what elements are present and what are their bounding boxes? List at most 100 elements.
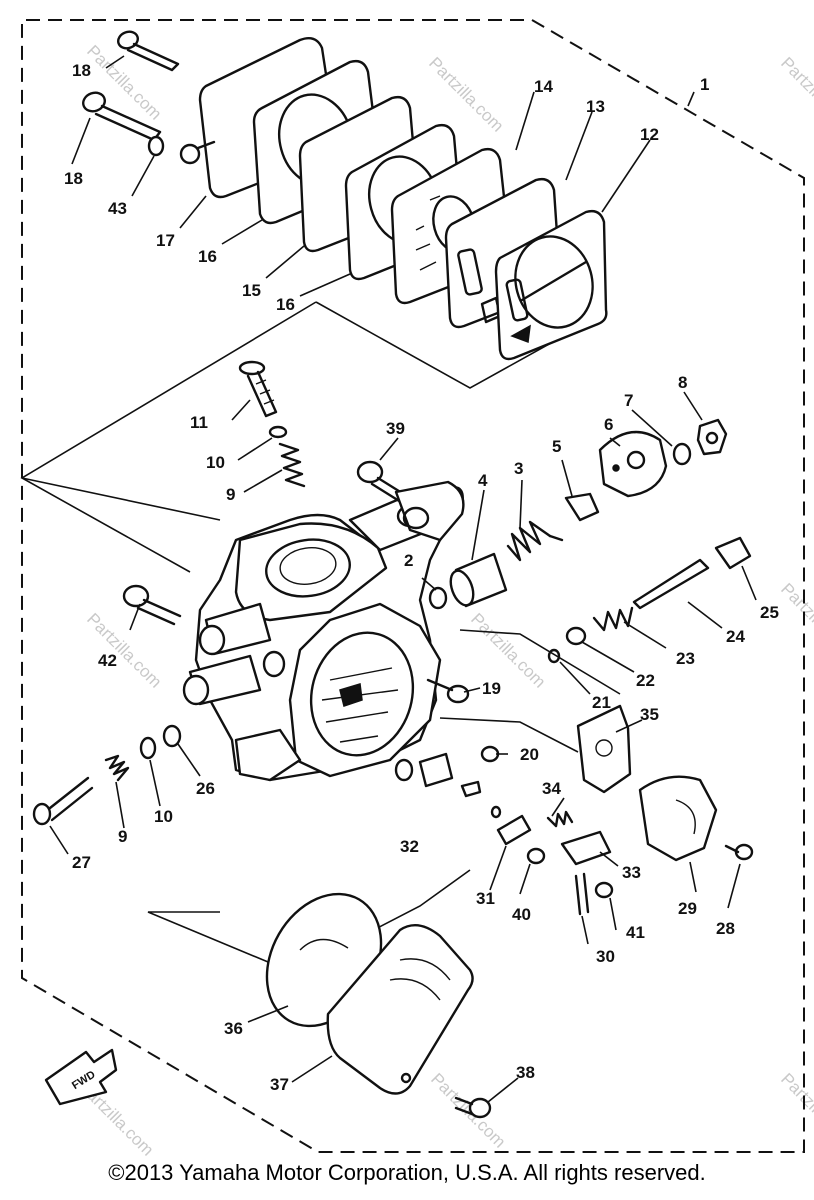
plate-35 (576, 704, 632, 794)
callout-27: 27 (72, 853, 91, 872)
screw-40 (526, 847, 546, 865)
screw-27 (32, 776, 94, 826)
callout-19: 19 (482, 679, 501, 698)
callout-37: 37 (270, 1075, 289, 1094)
callout-21: 21 (592, 693, 611, 712)
lever-33 (560, 830, 612, 866)
lever-5 (564, 492, 600, 522)
callout-39: 39 (386, 419, 405, 438)
callout-33: 33 (622, 863, 641, 882)
callout-34: 34 (542, 779, 561, 798)
screw-38 (454, 1096, 492, 1119)
watermark-2: Partzilla.com (425, 53, 507, 135)
callout-35: 35 (640, 705, 659, 724)
callout-6: 6 (604, 415, 613, 434)
spring-34 (546, 810, 574, 828)
washer-22 (565, 626, 587, 646)
callout-11: 11 (190, 413, 208, 432)
callout-14: 14 (534, 77, 553, 96)
screw-11 (238, 360, 278, 418)
clip-25 (714, 536, 752, 570)
nut-8 (696, 418, 728, 456)
callout-40: 40 (512, 905, 531, 924)
watermark-9: Partzilla.com (777, 1069, 814, 1151)
clip-31 (496, 814, 532, 846)
callout-3: 3 (514, 459, 523, 478)
plate-12 (494, 209, 608, 361)
callout-25: 25 (760, 603, 779, 622)
copyright-notice: ©2013 Yamaha Motor Corporation, U.S.A. A… (108, 1160, 706, 1185)
callout-9-upper: 9 (226, 485, 235, 504)
small-parts (32, 360, 754, 1119)
callout-7: 7 (624, 391, 633, 410)
callout-26: 26 (196, 779, 215, 798)
callout-28: 28 (716, 919, 735, 938)
watermark-8: Partzilla.com (427, 1069, 509, 1151)
callout-5: 5 (552, 437, 561, 456)
leader-lines (49, 55, 757, 1103)
fuel-pump-stack (82, 30, 608, 361)
callout-18-upper: 18 (72, 61, 91, 80)
watermark-6: Partzilla.com (777, 579, 814, 661)
screw-20 (480, 745, 500, 763)
callout-38: 38 (516, 1063, 535, 1082)
screw-19 (426, 678, 470, 704)
oring-26 (162, 724, 182, 748)
callout-20: 20 (520, 745, 539, 764)
callout-9-lower: 9 (118, 827, 127, 846)
spring-23 (592, 606, 634, 632)
ring-21 (547, 648, 561, 664)
screw-28 (724, 843, 754, 861)
callout-42: 42 (98, 651, 117, 670)
callout-labels: 1 18 18 43 17 16 15 16 14 13 12 11 10 9 … (64, 61, 779, 1094)
callout-10-upper: 10 (206, 453, 225, 472)
callout-29: 29 (678, 899, 697, 918)
fwd-arrow-icon: FWD (44, 1048, 118, 1106)
callout-10-lower: 10 (154, 807, 173, 826)
callout-18-lower: 18 (64, 169, 83, 188)
callout-2: 2 (404, 551, 413, 570)
callout-16-lower: 16 (276, 295, 295, 314)
spring-9-upper (278, 442, 306, 488)
watermark-5: Partzilla.com (467, 609, 549, 691)
callout-41: 41 (626, 923, 645, 942)
oring-10-lower (139, 736, 157, 760)
callout-31: 31 (476, 889, 495, 908)
callout-23: 23 (676, 649, 695, 668)
spring-3 (506, 520, 564, 562)
spring-9-lower (104, 754, 130, 782)
callout-24: 24 (726, 627, 745, 646)
washer-43 (147, 135, 165, 157)
callout-30: 30 (596, 947, 615, 966)
callout-12: 12 (640, 125, 659, 144)
watermark-4: Partzilla.com (83, 609, 165, 691)
washer-7 (672, 442, 692, 466)
washer-2 (428, 586, 448, 610)
callout-13: 13 (586, 97, 605, 116)
callout-36: 36 (224, 1019, 243, 1038)
callout-17: 17 (156, 231, 175, 250)
carburetor-body (182, 483, 464, 782)
callout-22: 22 (636, 671, 655, 690)
pin-30 (574, 872, 590, 916)
bushing-4 (449, 552, 508, 608)
cam-6 (598, 430, 668, 498)
callout-4: 4 (478, 471, 488, 490)
screw-42 (122, 584, 182, 626)
assembly-boundary (21, 19, 805, 1153)
screw-18-upper (117, 30, 180, 72)
callout-8: 8 (678, 373, 687, 392)
needle-24 (632, 558, 710, 610)
callout-32: 32 (400, 837, 419, 856)
callout-15: 15 (242, 281, 261, 300)
watermark-3: Partzilla.com (777, 53, 814, 135)
cover-37 (326, 924, 474, 1095)
screw-41 (594, 881, 614, 899)
needle-valve-32 (394, 752, 502, 819)
callout-43: 43 (108, 199, 127, 218)
oring-10-upper (268, 425, 288, 439)
cover-29 (638, 775, 718, 862)
callout-16-upper: 16 (198, 247, 217, 266)
callout-1: 1 (700, 75, 709, 94)
